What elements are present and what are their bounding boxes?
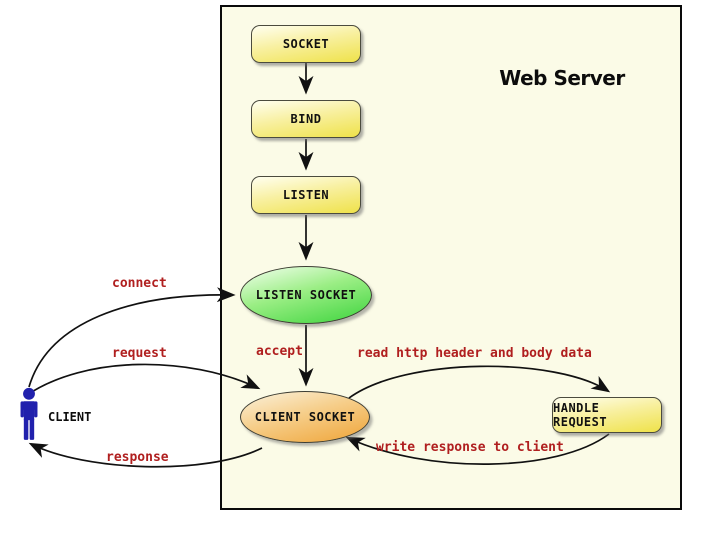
edge-request-path: [26, 363, 261, 396]
edge-label-connect: connect: [112, 276, 167, 291]
node-handle-request: HANDLE REQUEST: [552, 397, 662, 433]
edge-label-write-response: write response to client: [376, 440, 564, 455]
edge-label-response: response: [106, 450, 169, 465]
edge-label-read-http: read http header and body data: [357, 346, 592, 361]
edge-label-request: request: [112, 346, 167, 361]
client-person-icon: [20, 387, 38, 440]
node-listen-socket: LISTEN SOCKET: [240, 266, 372, 324]
edge-write-response-path: [345, 433, 610, 465]
node-bind: BIND: [251, 100, 361, 138]
node-client-socket: CLIENT SOCKET: [240, 391, 370, 443]
edge-label-accept: accept: [256, 344, 303, 359]
node-listen: LISTEN: [251, 176, 361, 214]
web-server-title: Web Server: [499, 66, 625, 90]
edge-connect-path: [28, 287, 236, 388]
client-label: CLIENT: [48, 410, 92, 424]
node-socket: SOCKET: [251, 25, 361, 63]
edge-read-http-path: [348, 365, 611, 399]
edge-response-path: [28, 442, 263, 468]
